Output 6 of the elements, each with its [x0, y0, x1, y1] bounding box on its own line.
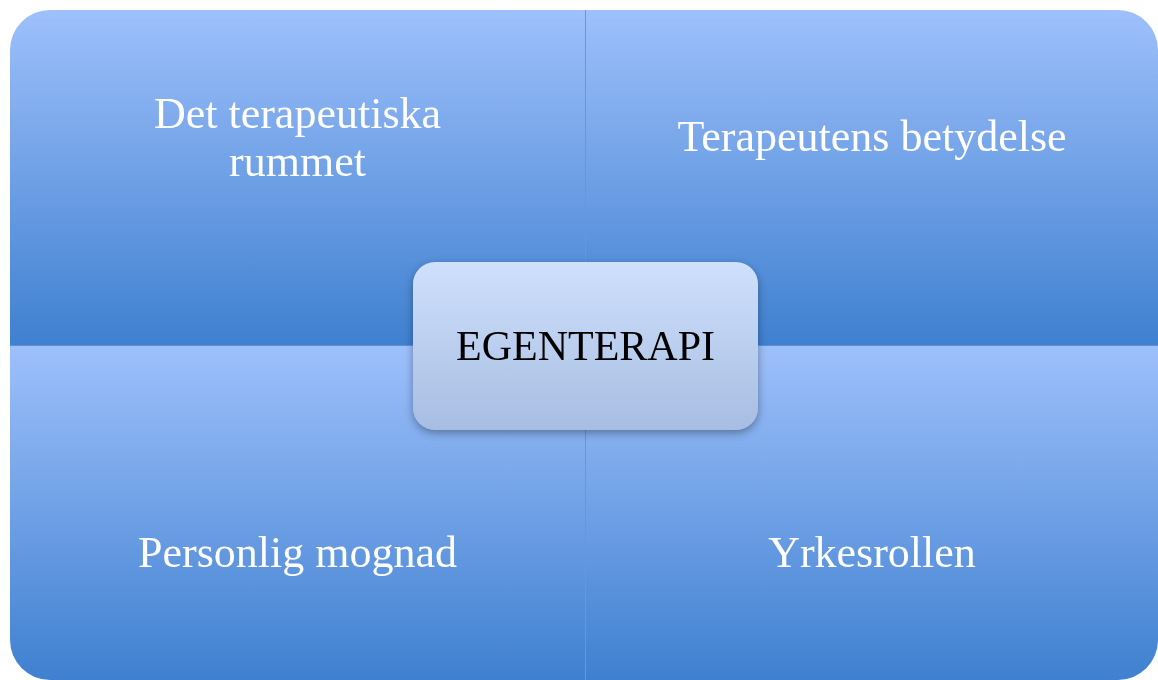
quadrant-title: Terapeutens betydelse: [677, 113, 1067, 161]
center-label: EGENTERAPI: [456, 322, 715, 370]
quadrant-title: Personlig mognad: [138, 529, 457, 577]
quadrant-title: Det terapeutiska rummet: [152, 90, 443, 186]
quadrant-title: Yrkesrollen: [768, 529, 976, 577]
center-box: [413, 262, 758, 430]
